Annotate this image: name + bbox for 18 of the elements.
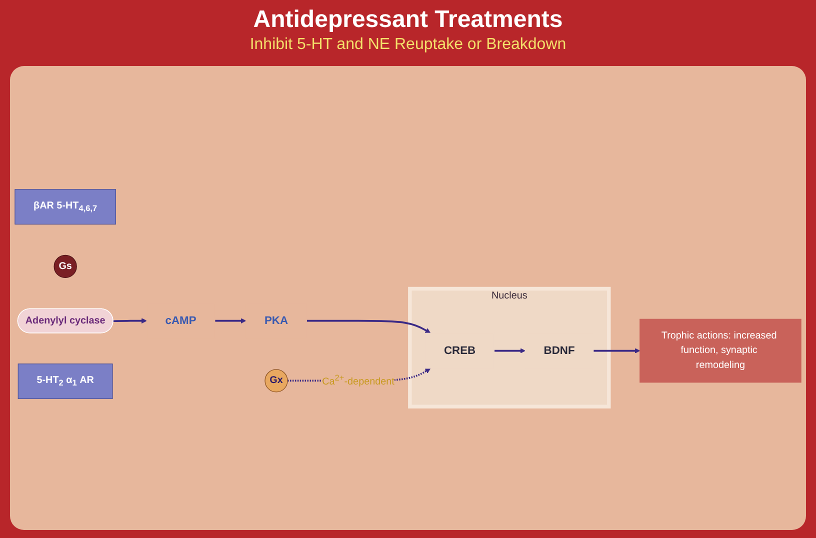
node-text: BDNF	[544, 344, 575, 357]
arrow	[113, 318, 147, 324]
node-circle	[54, 254, 77, 278]
arrow	[214, 318, 246, 324]
title: Antidepressant Treatments	[253, 6, 563, 34]
node-box	[640, 318, 802, 383]
node-circle	[264, 369, 288, 392]
arrow	[593, 348, 640, 354]
node-text: cAMP	[165, 314, 196, 327]
node-box	[18, 364, 113, 400]
arrow	[494, 348, 526, 354]
node-box	[14, 189, 116, 225]
subtitle-note: Inhibit 5-HT and NE Reuptake or Breakdown	[250, 36, 566, 54]
cell-background: Nucleus Ca$^{2+}$-dependent βAR 5-HT$_{4,6,7}$ Gs Adenylyl cyclase 5-HT$_{2}$ α$_{1}$ AR Gx cAMP PKA Trophic actions: increased function, synaptic remodeling CREB BDNF	[10, 66, 806, 530]
node-text: CREB	[444, 344, 476, 357]
cluster	[408, 286, 611, 408]
arrow	[306, 320, 431, 334]
node-text: PKA	[264, 314, 288, 327]
